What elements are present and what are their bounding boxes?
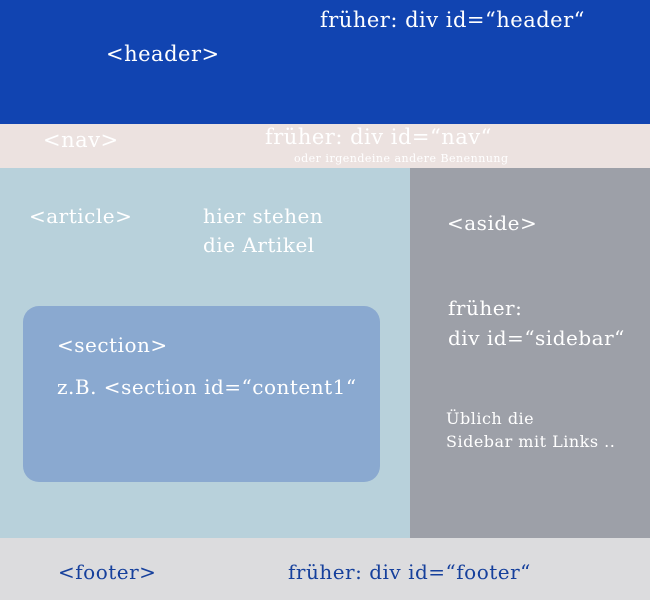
header-region: früher: div id=“header“ <header> [0, 0, 650, 124]
aside-tag-label: <aside> [447, 211, 538, 235]
section-tag-label: <section> [57, 333, 168, 357]
section-region: <section> z.B. <section id=“content1“ [23, 306, 380, 482]
nav-tag-label: <nav> [43, 128, 119, 152]
header-tag-label: <header> [106, 42, 220, 66]
footer-region: <footer> früher: div id=“footer“ [0, 538, 650, 600]
aside-desc-line-1: Üblich die [446, 409, 535, 428]
aside-desc-line-2: Sidebar mit Links .. [446, 432, 616, 451]
article-tag-label: <article> [29, 204, 133, 228]
header-former-id-label: früher: div id=“header“ [320, 8, 585, 32]
nav-naming-note: oder irgendeine andere Benennung [294, 152, 509, 165]
footer-tag-label: <footer> [58, 560, 157, 584]
footer-former-id-label: früher: div id=“footer“ [288, 560, 531, 584]
article-note-line-1: hier stehen [203, 204, 324, 228]
aside-former-id-label: div id=“sidebar“ [448, 326, 625, 350]
section-id-example: z.B. <section id=“content1“ [57, 375, 357, 399]
aside-former-label: früher: [448, 296, 523, 320]
nav-former-id-label: früher: div id=“nav“ [265, 125, 492, 149]
article-note-line-2: die Artikel [203, 233, 315, 257]
nav-region: <nav> früher: div id=“nav“ oder irgendei… [0, 124, 650, 168]
aside-region: <aside> früher: div id=“sidebar“ Üblich … [410, 168, 650, 538]
